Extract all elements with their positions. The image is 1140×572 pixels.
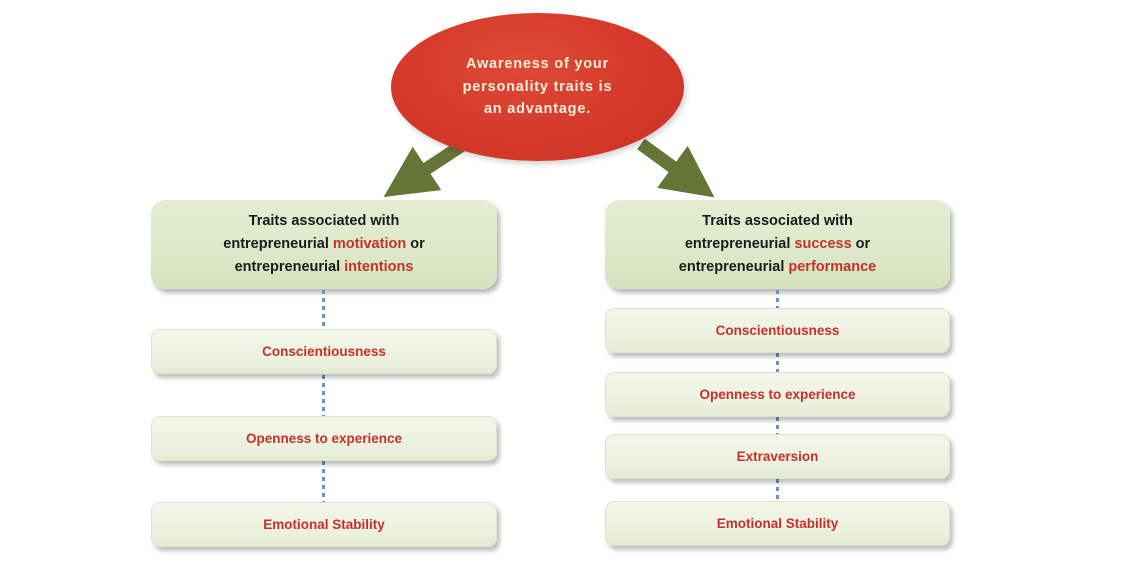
left-header-line3: entrepreneurial intentions bbox=[235, 256, 414, 279]
left-header-line2: entrepreneurial motivation or bbox=[223, 233, 424, 256]
left-trait-label: Emotional Stability bbox=[263, 517, 385, 532]
root-node-line: an advantage. bbox=[483, 101, 592, 118]
left-connector-3 bbox=[322, 461, 325, 502]
right-connector-1 bbox=[776, 290, 779, 308]
left-trait-label: Conscientiousness bbox=[262, 344, 386, 359]
left-header-line3-highlight: intentions bbox=[344, 259, 414, 276]
left-header-line1: Traits associated with bbox=[249, 210, 400, 233]
right-trait-label: Extraversion bbox=[736, 449, 819, 464]
right-header-line2-pre: entrepreneurial bbox=[684, 235, 795, 252]
right-trait-openness: Openness to experience bbox=[605, 372, 950, 417]
right-trait-emotional-stability: Emotional Stability bbox=[605, 501, 950, 546]
root-node: Awareness of your personality traits is … bbox=[391, 13, 684, 161]
right-header-line3-pre: entrepreneurial bbox=[678, 259, 789, 276]
left-connector-2 bbox=[322, 375, 325, 416]
right-trait-conscientiousness: Conscientiousness bbox=[605, 308, 950, 353]
left-header-line3-pre: entrepreneurial bbox=[234, 259, 345, 276]
left-header-node: Traits associated with entrepreneurial m… bbox=[151, 200, 497, 289]
left-header-line2-pre: entrepreneurial bbox=[223, 235, 333, 252]
right-connector-3 bbox=[776, 417, 779, 434]
left-header-line1-text: Traits associated with bbox=[248, 212, 400, 229]
right-header-line2-highlight: success bbox=[794, 235, 852, 252]
right-header-line1-text: Traits associated with bbox=[702, 212, 853, 229]
left-trait-openness: Openness to experience bbox=[151, 416, 497, 461]
left-trait-emotional-stability: Emotional Stability bbox=[151, 502, 497, 547]
right-header-line2: entrepreneurial success or bbox=[685, 233, 870, 256]
left-header-line2-highlight: motivation bbox=[332, 235, 407, 252]
right-header-line3: entrepreneurial performance bbox=[679, 256, 876, 279]
right-connector-4 bbox=[776, 479, 779, 501]
right-trait-label: Openness to experience bbox=[699, 387, 856, 402]
right-connector-2 bbox=[776, 353, 779, 372]
right-trait-label: Emotional Stability bbox=[716, 516, 839, 531]
root-node-line: Awareness of your bbox=[465, 56, 610, 73]
right-trait-extraversion: Extraversion bbox=[605, 434, 950, 479]
left-connector-1 bbox=[322, 290, 325, 329]
left-trait-label: Openness to experience bbox=[245, 431, 403, 446]
left-header-line2-post: or bbox=[406, 235, 425, 252]
left-trait-conscientiousness: Conscientiousness bbox=[151, 329, 497, 374]
root-node-line: personality traits is bbox=[462, 78, 613, 95]
right-header-node: Traits associated with entrepreneurial s… bbox=[605, 200, 950, 289]
right-arrow-icon bbox=[637, 138, 715, 198]
right-trait-label: Conscientiousness bbox=[715, 323, 840, 338]
right-header-line3-highlight: performance bbox=[788, 259, 877, 276]
left-arrow-icon bbox=[383, 140, 465, 198]
right-header-line2-post: or bbox=[851, 235, 871, 252]
right-header-line1: Traits associated with bbox=[702, 210, 853, 233]
